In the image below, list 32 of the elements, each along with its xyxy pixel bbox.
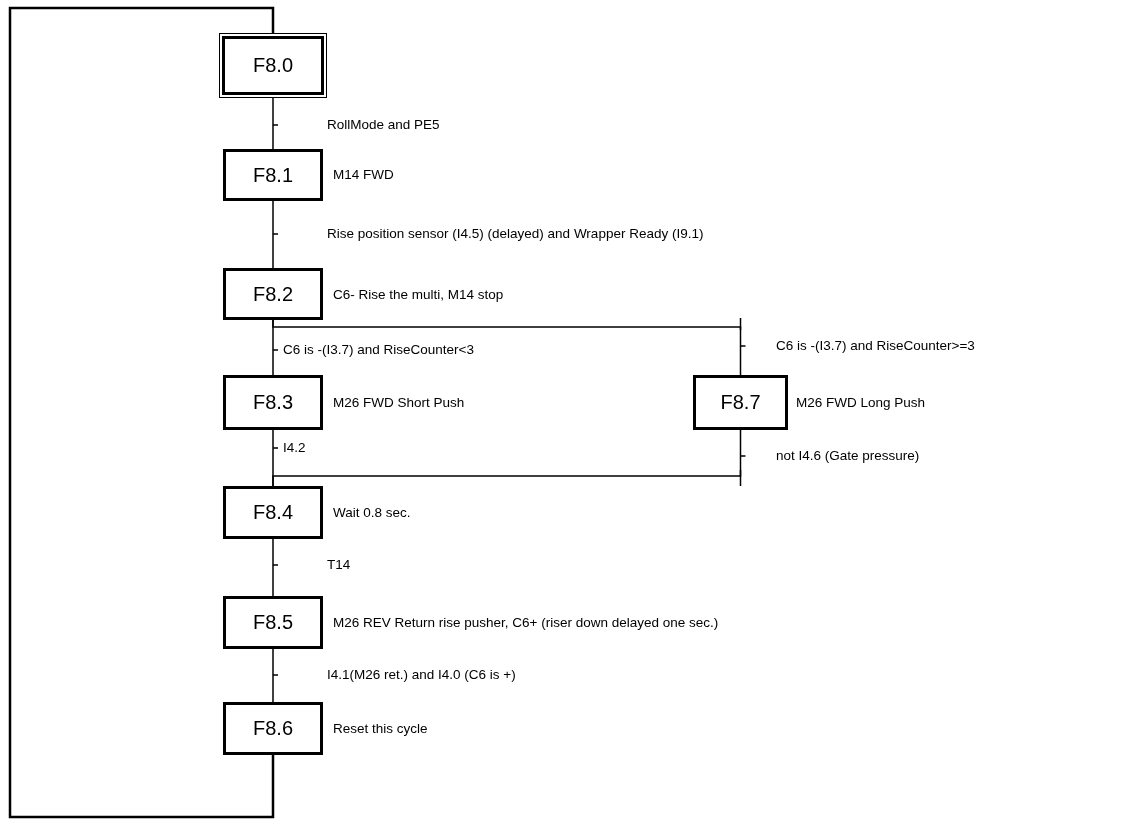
action-text: C6- Rise the multi, M14 stop (333, 287, 504, 303)
step-box (223, 149, 323, 201)
initial-step-box (219, 33, 327, 98)
step-label: F8.4 (253, 501, 293, 524)
connector-line (272, 538, 274, 597)
connector-line (272, 97, 274, 150)
connector-line (8, 6, 275, 819)
action-text: M26 REV Return rise pusher, C6+ (riser down delayed one sec.) (333, 615, 719, 631)
action-text: M26 FWD Long Push (796, 395, 926, 411)
step-box (223, 375, 323, 430)
step-box (223, 596, 323, 649)
connector-line (272, 429, 742, 487)
transition-condition: C6 is -(I3.7) and RiseCounter>=3 (776, 338, 975, 354)
step-box (693, 375, 788, 430)
step-label: F8.1 (253, 163, 293, 187)
step-box (223, 486, 323, 539)
step-label: F8.3 (253, 391, 293, 414)
step-label: F8.5 (253, 611, 293, 634)
transition-condition: not I4.6 (Gate pressure) (776, 448, 920, 464)
connector-line (272, 648, 274, 703)
step-box (223, 702, 323, 755)
step-label: F8.7 (720, 391, 761, 414)
connector-line (272, 200, 274, 269)
transition-condition: Rise position sensor (I4.5) (delayed) and Wrapper Ready (I9.1) (327, 226, 704, 242)
action-text: Reset this cycle (333, 721, 428, 737)
step-label: F8.0 (253, 54, 293, 77)
transition-condition: I4.1(M26 ret.) and I4.0 (C6 is +) (327, 667, 516, 683)
step-box (223, 268, 323, 320)
transition-condition: C6 is -(I3.7) and RiseCounter<3 (283, 342, 474, 358)
step-label: F8.6 (253, 717, 293, 740)
connector-line (272, 319, 742, 376)
step-label: F8.2 (253, 282, 293, 306)
